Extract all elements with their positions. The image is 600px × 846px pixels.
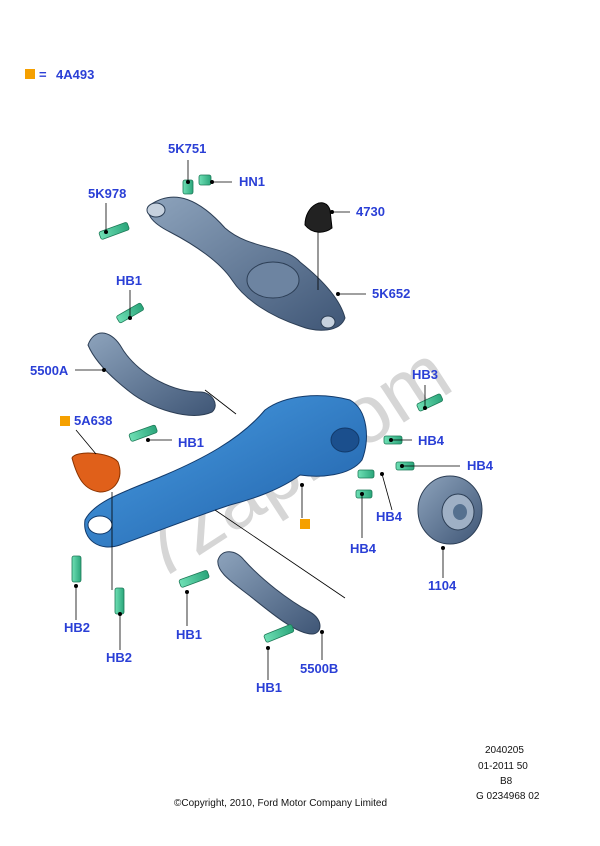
legend-code: 4A493 <box>56 67 95 82</box>
square-arm-center <box>300 519 310 529</box>
label-hb4-c[interactable]: HB4 <box>376 509 403 524</box>
legend-square <box>25 69 35 79</box>
label-4730[interactable]: 4730 <box>356 204 385 219</box>
label-hb2-left[interactable]: HB2 <box>64 620 91 635</box>
label-5k652[interactable]: 5K652 <box>372 286 411 301</box>
label-hb4-b[interactable]: HB4 <box>467 458 494 473</box>
label-5500b[interactable]: 5500B <box>300 661 339 676</box>
label-hb4-a[interactable]: HB4 <box>418 433 445 448</box>
bump-stop-shape <box>304 202 333 233</box>
label-5k751[interactable]: 5K751 <box>168 141 207 156</box>
label-5500a[interactable]: 5500A <box>30 363 69 378</box>
legend-equals: = <box>39 67 47 82</box>
footer-code-2: 01-2011 50 <box>478 761 528 772</box>
bushing-shape <box>71 452 121 493</box>
footer-copyright: ©Copyright, 2010, Ford Motor Company Lim… <box>174 798 388 809</box>
bolts <box>71 174 443 643</box>
label-hb1-top[interactable]: HB1 <box>116 273 143 288</box>
label-5a638[interactable]: 5A638 <box>74 413 113 428</box>
label-hn1[interactable]: HN1 <box>239 174 266 189</box>
label-hb1-bottom[interactable]: HB1 <box>256 680 283 695</box>
trailing-arm <box>84 395 367 548</box>
label-hb1-low[interactable]: HB1 <box>176 627 203 642</box>
upper-control-arm <box>146 196 346 331</box>
label-hb1-mid[interactable]: HB1 <box>178 435 205 450</box>
wheel-hub-shape <box>417 475 483 545</box>
camber-arm <box>87 332 216 416</box>
footer-code-3: B8 <box>500 776 513 787</box>
footer-code-4: G 0234968 02 <box>476 791 540 802</box>
label-5k978[interactable]: 5K978 <box>88 186 127 201</box>
lower-arm-shape <box>217 551 321 635</box>
label-hb4-d[interactable]: HB4 <box>350 541 377 556</box>
square-5a638 <box>60 416 70 426</box>
footer-code-1: 2040205 <box>485 745 524 756</box>
leader-lines <box>75 160 460 680</box>
label-1104[interactable]: 1104 <box>428 578 457 593</box>
label-hb2-right[interactable]: HB2 <box>106 650 133 665</box>
label-hb3[interactable]: HB3 <box>412 367 439 382</box>
